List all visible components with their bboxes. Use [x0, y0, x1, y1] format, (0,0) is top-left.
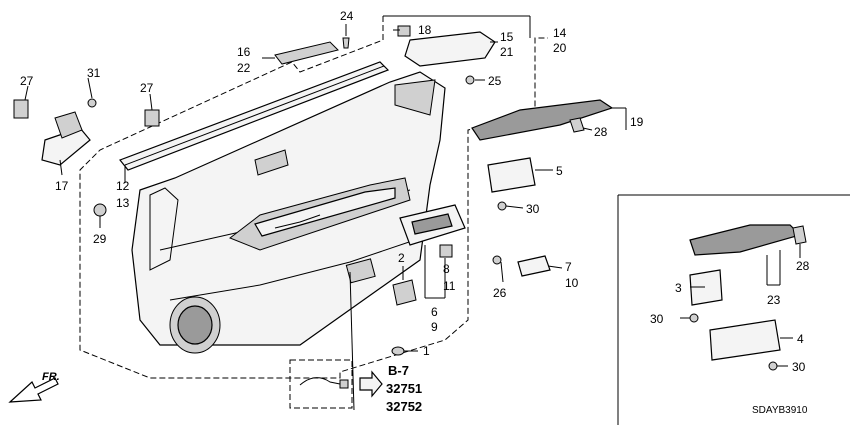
screw-26	[492, 255, 502, 265]
clip-29	[93, 203, 107, 217]
callout-9: 9	[431, 320, 438, 334]
inset-outline	[617, 194, 850, 425]
callout-22: 22	[237, 61, 251, 75]
clip-1	[391, 346, 405, 356]
callout-11: 11	[443, 279, 456, 293]
clip-18	[397, 25, 411, 37]
clip-28-inset	[792, 225, 807, 245]
callout-19: 19	[630, 115, 644, 129]
callout-27: 27	[20, 74, 34, 88]
cover-2	[392, 279, 417, 306]
callout-17: 17	[55, 179, 69, 193]
inset-switch-3	[689, 269, 723, 306]
inset-switch-4	[709, 319, 781, 361]
callout-23: 23	[767, 293, 781, 307]
callout-15: 15	[500, 30, 514, 44]
reference-section: B-7	[388, 363, 409, 378]
armrest-cover	[404, 31, 496, 67]
callouts: 27 31 27 17 12 13 29 24 16 22 18 15 21 1…	[20, 9, 810, 374]
callout-29: 29	[93, 232, 107, 246]
callout-7: 7	[565, 260, 572, 274]
diagram-code: SDAYB3910	[752, 405, 808, 416]
callout-5: 5	[556, 164, 563, 178]
callout-28: 28	[594, 125, 608, 139]
screw-24	[342, 37, 350, 49]
callout-27: 27	[140, 81, 154, 95]
inset-switch-panel	[689, 224, 802, 256]
callout-30: 30	[526, 202, 540, 216]
screw-30-inset-a	[689, 313, 699, 323]
screw-30-upper	[497, 201, 507, 211]
clip-27-center	[144, 109, 160, 127]
callout-3: 3	[675, 281, 682, 295]
clip-27-left	[13, 99, 29, 119]
reference-arrow	[359, 370, 383, 398]
switch-panel-19	[471, 99, 614, 141]
callout-13: 13	[116, 196, 130, 210]
reference-part-2: 32752	[386, 399, 422, 414]
screw-31	[87, 98, 97, 108]
window-switch-5	[487, 157, 536, 193]
callout-1: 1	[423, 344, 430, 358]
callout-8: 8	[443, 262, 450, 276]
callout-4: 4	[797, 332, 804, 346]
reference-part-1: 32751	[386, 381, 422, 396]
callout-24: 24	[340, 9, 354, 23]
screw-25	[465, 75, 475, 85]
bracket-8	[439, 244, 453, 258]
screw-30-inset-b	[768, 361, 778, 371]
callout-20: 20	[553, 41, 567, 55]
callout-14: 14	[553, 26, 567, 40]
direction-label: FR.	[42, 371, 60, 383]
callout-30: 30	[650, 312, 664, 326]
callout-30: 30	[792, 360, 806, 374]
callout-2: 2	[398, 251, 405, 265]
callout-18: 18	[418, 23, 432, 37]
cap-7	[517, 255, 551, 277]
callout-25: 25	[488, 74, 502, 88]
harness-reference-box	[289, 359, 353, 409]
callout-28: 28	[796, 259, 810, 273]
front-direction-arrow	[8, 377, 59, 403]
callout-31: 31	[87, 66, 101, 80]
callout-26: 26	[493, 286, 507, 300]
callout-10: 10	[565, 276, 579, 290]
door-lining-panel	[131, 71, 446, 354]
clip-28-upper	[569, 117, 585, 133]
leader-lines	[24, 24, 801, 411]
callout-16: 16	[237, 45, 251, 59]
callout-6: 6	[431, 305, 438, 319]
callout-21: 21	[500, 45, 514, 59]
callout-12: 12	[116, 179, 130, 193]
door-ornament	[274, 41, 339, 65]
